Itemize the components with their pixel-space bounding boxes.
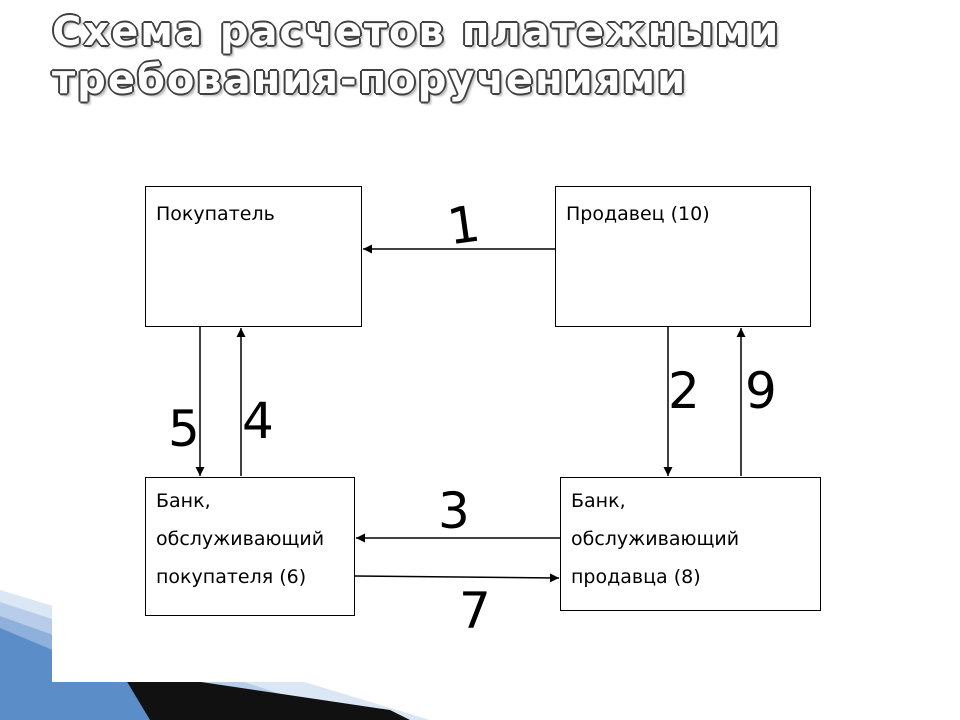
arrow-label-2: 2 bbox=[668, 362, 700, 420]
buyer-box: Покупатель bbox=[145, 186, 362, 327]
buyer-bank-line-3: покупателя (6) bbox=[156, 566, 307, 588]
arrow-7 bbox=[354, 573, 560, 583]
arrow-label-5: 5 bbox=[168, 400, 200, 458]
arrow-label-3: 3 bbox=[438, 482, 470, 540]
seller-bank-line-3: продавца (8) bbox=[571, 566, 701, 588]
seller-bank-box: Банк, обслуживающий продавца (8) bbox=[560, 477, 821, 611]
buyer-label: Покупатель bbox=[156, 203, 275, 225]
arrow-label-7: 7 bbox=[459, 582, 491, 640]
arrow-label-1: 1 bbox=[444, 195, 484, 257]
seller-box: Продавец (10) bbox=[555, 186, 811, 327]
buyer-bank-line-1: Банк, bbox=[156, 490, 211, 512]
buyer-bank-line-2: обслуживающий bbox=[156, 528, 325, 550]
title-line-2: требования-поручениями bbox=[52, 57, 688, 103]
buyer-bank-label: Банк, обслуживающий покупателя (6) bbox=[156, 482, 324, 596]
arrow-label-9: 9 bbox=[745, 362, 777, 420]
seller-bank-line-2: обслуживающий bbox=[571, 528, 740, 550]
slide-title: Схема расчетов платежными требования-пор… bbox=[52, 8, 872, 104]
title-line-1: Схема расчетов платежными bbox=[52, 9, 781, 55]
seller-label: Продавец (10) bbox=[566, 203, 710, 225]
buyer-bank-box: Банк, обслуживающий покупателя (6) bbox=[145, 477, 355, 616]
seller-bank-label: Банк, обслуживающий продавца (8) bbox=[571, 482, 739, 596]
arrow-label-4: 4 bbox=[242, 392, 274, 450]
seller-bank-line-1: Банк, bbox=[571, 490, 626, 512]
